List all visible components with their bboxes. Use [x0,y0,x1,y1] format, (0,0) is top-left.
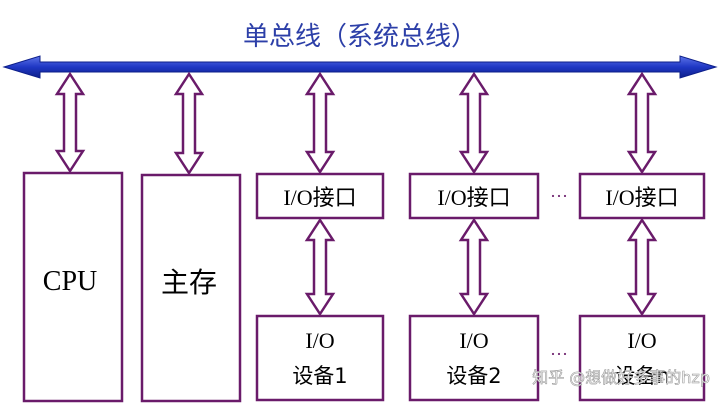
io-interface-2-bus-arrow [458,71,490,175]
io-device-box-2 [408,314,540,402]
cpu-bus-arrow [54,71,86,174]
io-interface-1-bus-arrow [304,71,336,175]
io-interface-box-2 [408,172,540,220]
io-device-line2-3: 设备n [614,364,669,388]
io-interface-box-1 [255,172,385,220]
io-device-line2-1: 设备1 [292,364,347,388]
io-device-line1-2: I/O [459,328,488,353]
memory-label: 主存 [161,266,217,299]
ellipsis-devices: ··· [550,344,568,364]
connection-arrows [54,71,658,317]
io-device-3-arrow [626,217,658,317]
memory-bus-arrow [173,71,205,176]
system-bus-arrow [2,55,718,79]
io-device-2-arrow [458,217,490,317]
io-interface-label-1: I/O接口 [283,185,356,210]
io-device-line2-2: 设备2 [446,364,501,388]
watermark-text: 知乎 @想做好多事的hzp [532,368,710,387]
io-interface-box-3 [578,172,706,220]
cpu-box [22,171,124,403]
io-interface-3-bus-arrow [626,71,658,175]
io-interface-label-2: I/O接口 [437,185,510,210]
memory-box [140,173,242,403]
diagram-title: 单总线（系统总线） [243,22,477,52]
ellipsis-interfaces: ··· [550,186,568,206]
cpu-label: CPU [43,266,97,297]
io-device-box-3 [578,314,706,402]
io-device-line1-1: I/O [305,328,334,353]
io-device-line1-3: I/O [627,328,656,353]
io-interface-label-3: I/O接口 [605,185,678,210]
io-device-box-1 [255,314,385,402]
io-device-1-arrow [304,217,336,317]
